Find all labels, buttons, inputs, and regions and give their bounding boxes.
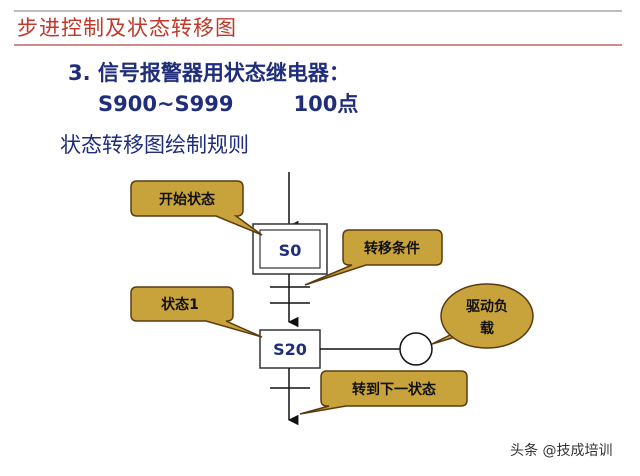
state-s0-label: S0 [279, 241, 302, 260]
callout-state-1: 状态1 [130, 286, 263, 338]
load-circle [399, 332, 433, 366]
callout-drive-load-line2: 载 [480, 320, 494, 337]
callout-drive-load: 驱动负 载 [431, 283, 534, 349]
section-heading: 3. 信号报警器用状态继电器： [68, 61, 350, 85]
callout-drive-load-line1: 驱动负 [466, 298, 508, 315]
range-row: S900~S999 100点 [98, 88, 358, 118]
state-s20-box [259, 329, 321, 369]
state-s20-label: S20 [273, 340, 307, 359]
callout-initial-state-text: 开始状态 [159, 191, 215, 208]
callout-initial-state: 开始状态 [130, 180, 263, 236]
callout-transition-condition: 转移条件 [304, 229, 443, 286]
rules-heading: 状态转移图绘制规则 [60, 133, 249, 157]
watermark: 头条 @技成培训 [510, 443, 613, 459]
slide-title: 步进控制及状态转移图 [17, 16, 237, 40]
callout-transition-condition-text: 转移条件 [364, 240, 420, 257]
state-s0-inner [259, 229, 321, 269]
callout-next-state-text: 转到下一状态 [352, 381, 436, 398]
title-rule-top [14, 10, 622, 12]
title-rule [14, 44, 622, 46]
state-range: S900~S999 [98, 92, 234, 116]
callout-next-state: 转到下一状态 [299, 370, 468, 415]
state-count: 100点 [293, 92, 359, 116]
callout-state-1-text: 状态1 [161, 296, 199, 313]
